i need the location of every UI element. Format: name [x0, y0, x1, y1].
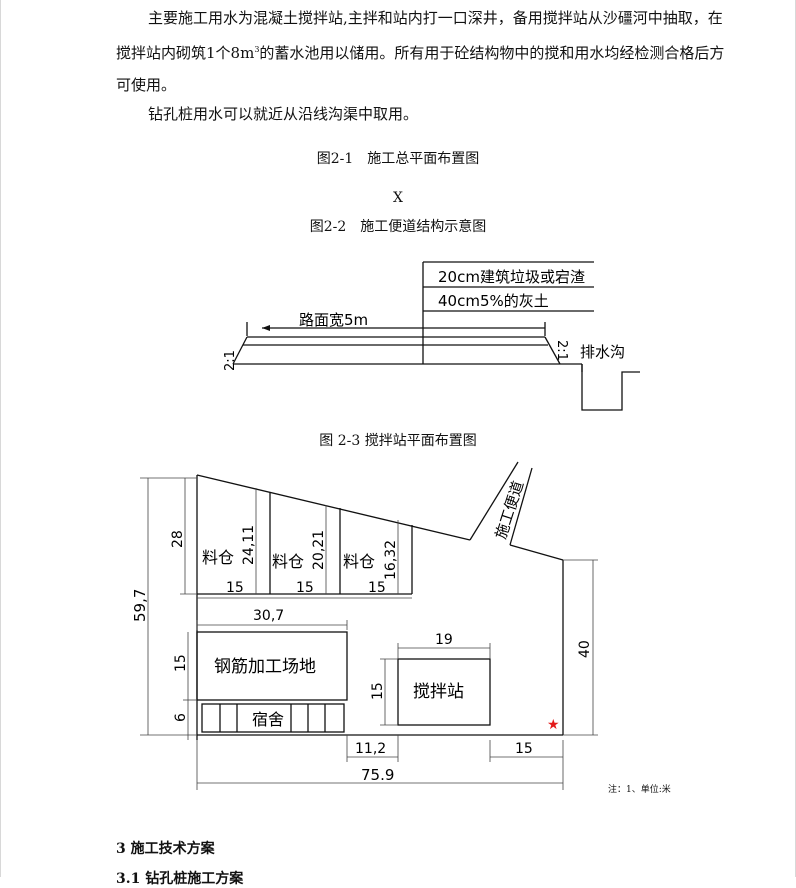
road-layer-1: 20cm建筑垃圾或宕渣 [438, 268, 585, 286]
dim-6: 6 [173, 713, 189, 722]
dim-30-7: 30,7 [253, 608, 284, 624]
dim-28: 28 [170, 530, 186, 548]
paragraph-pile-water: 钻孔桩用水可以就近从沿线沟渠中取用。 [148, 105, 419, 123]
bin-label-1: 料仓 [202, 548, 234, 567]
dim-15-rebar: 15 [173, 654, 189, 672]
star-icon: ★ [547, 717, 560, 733]
figure-caption-2-2: 图2-2 施工便道结构示意图 [309, 219, 487, 235]
access-road-label: 施工便道 [492, 479, 528, 542]
dormitory-label: 宿舍 [252, 710, 284, 729]
paragraph-water-supply: 主要施工用水为混凝土搅拌站,主拌和站内打一口深井，备用搅拌站从沙礓河中抽取，在搅… [116, 9, 725, 94]
mixing-station-label: 搅拌站 [413, 682, 464, 702]
bin-width-2: 15 [296, 580, 314, 596]
rebar-yard-label: 钢筋加工场地 [214, 657, 316, 677]
section-heading: 3 施工技术方案 [116, 841, 215, 857]
figure-caption-2-3: 图 2-3 搅拌站平面布置图 [319, 433, 477, 449]
dim-15-mixer: 15 [370, 682, 386, 700]
dim-15-bottom: 15 [515, 741, 533, 757]
bin-height-2: 20,21 [311, 530, 327, 570]
bin-width-1: 15 [226, 580, 244, 596]
x-mark: X [393, 190, 403, 206]
bin-height-1: 24,11 [241, 525, 257, 565]
unit-note: 注：1、单位:米 [608, 785, 671, 795]
slope-left-label: 2:1 [223, 350, 238, 371]
dim-11-2: 11,2 [355, 741, 386, 757]
bin-label-3: 料仓 [343, 552, 375, 571]
slope-right-label: 2:1 [554, 340, 569, 361]
dim-59-7: 59,7 [131, 589, 149, 622]
dim-75-9: 75.9 [361, 766, 394, 784]
subsection-heading: 3.1 钻孔桩施工方案 [116, 871, 244, 887]
figure-caption-2-1: 图2-1 施工总平面布置图 [316, 151, 480, 167]
road-width-label: 路面宽5m [299, 311, 368, 329]
dim-19: 19 [435, 632, 453, 648]
ditch-label: 排水沟 [580, 343, 625, 361]
bin-width-3: 15 [368, 580, 386, 596]
road-layer-2: 40cm5%的灰土 [438, 292, 549, 310]
dim-40: 40 [577, 640, 593, 658]
bin-height-3: 16,32 [383, 540, 399, 580]
bin-label-2: 料仓 [272, 552, 304, 571]
